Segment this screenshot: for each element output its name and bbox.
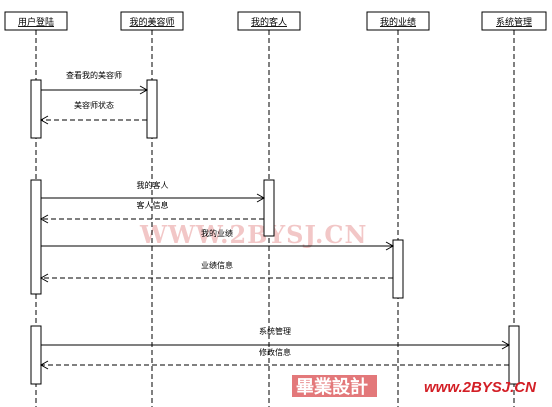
message-6: 系统管理 — [41, 326, 511, 350]
participant-label-user: 用户登陆 — [18, 16, 54, 28]
activation-user-1 — [30, 79, 42, 139]
message-0: 查看我的美容师 — [41, 70, 149, 95]
message-arrowhead — [385, 241, 395, 251]
message-2: 我的客人 — [41, 180, 266, 203]
message-arrowhead — [501, 340, 511, 350]
activation-customer — [263, 179, 275, 237]
watermark: WWW.2BYSJ.CN — [139, 220, 367, 249]
message-arrowhead — [39, 214, 49, 224]
participant-label-system: 系统管理 — [496, 16, 532, 28]
activation-user-3 — [30, 325, 42, 385]
activation-performance — [392, 239, 404, 299]
message-label: 查看我的美容师 — [66, 70, 122, 80]
message-arrowhead — [39, 360, 49, 370]
participant-box-customer — [237, 11, 301, 31]
lifeline-customer: 我的客人 — [237, 11, 301, 407]
message-label: 系统管理 — [259, 326, 291, 336]
message-label: 修改信息 — [259, 347, 291, 357]
participant-box-system — [481, 11, 547, 31]
activation-user-2 — [30, 179, 42, 295]
message-arrowhead — [39, 273, 49, 283]
brand-badge: 畢業設計 www.2BYSJ.CN — [292, 375, 537, 398]
brand-cjk: 畢業設計 — [296, 376, 368, 398]
message-label: 我的客人 — [137, 180, 169, 190]
message-7: 修改信息 — [39, 347, 509, 370]
activation-system — [508, 325, 520, 385]
message-arrowhead — [39, 115, 49, 125]
participant-box-performance — [366, 11, 430, 31]
message-label: 业绩信息 — [201, 260, 233, 270]
message-4: 我的业绩 — [41, 228, 395, 251]
participant-box-user — [4, 11, 68, 31]
message-label: 美容师状态 — [74, 100, 114, 110]
participant-box-beautician — [120, 11, 184, 31]
participant-label-customer: 我的客人 — [251, 16, 287, 28]
participant-label-beautician: 我的美容师 — [129, 16, 174, 28]
activation-beautician — [146, 79, 158, 139]
message-1: 美容师状态 — [39, 100, 147, 125]
message-5: 业绩信息 — [39, 260, 393, 283]
message-arrowhead — [139, 85, 149, 95]
message-label: 我的业绩 — [201, 228, 233, 238]
message-arrowhead — [256, 193, 266, 203]
message-label: 客人信息 — [137, 200, 169, 210]
message-3: 客人信息 — [39, 200, 264, 224]
participant-label-performance: 我的业绩 — [380, 16, 416, 28]
lifeline-performance: 我的业绩 — [366, 11, 430, 407]
brand-url: www.2BYSJ.CN — [424, 379, 537, 396]
